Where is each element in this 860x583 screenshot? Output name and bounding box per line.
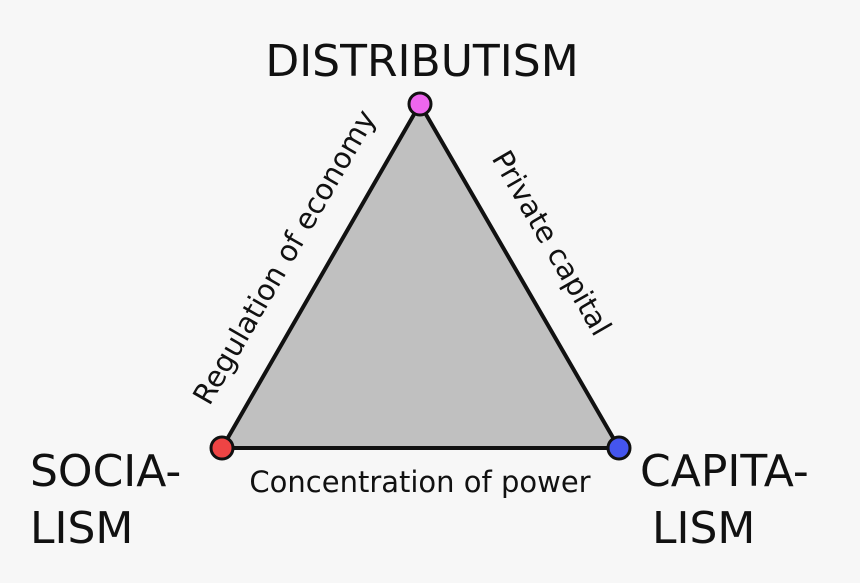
distributism-label: DISTRIBUTISM: [265, 36, 578, 87]
socialism-label-line1: SOCIA-: [30, 446, 181, 497]
socialism-label-line2: LISM: [30, 503, 133, 554]
capitalism-vertex-dot: [606, 435, 632, 461]
socialism-vertex-dot: [209, 435, 235, 461]
capitalism-label-line1: CAPITA-: [640, 446, 809, 497]
triangle-shape: [220, 102, 621, 450]
concentration-of-power-label: Concentration of power: [249, 465, 590, 499]
capitalism-label-line2: LISM: [652, 503, 755, 554]
distributism-vertex-dot: [407, 91, 433, 117]
